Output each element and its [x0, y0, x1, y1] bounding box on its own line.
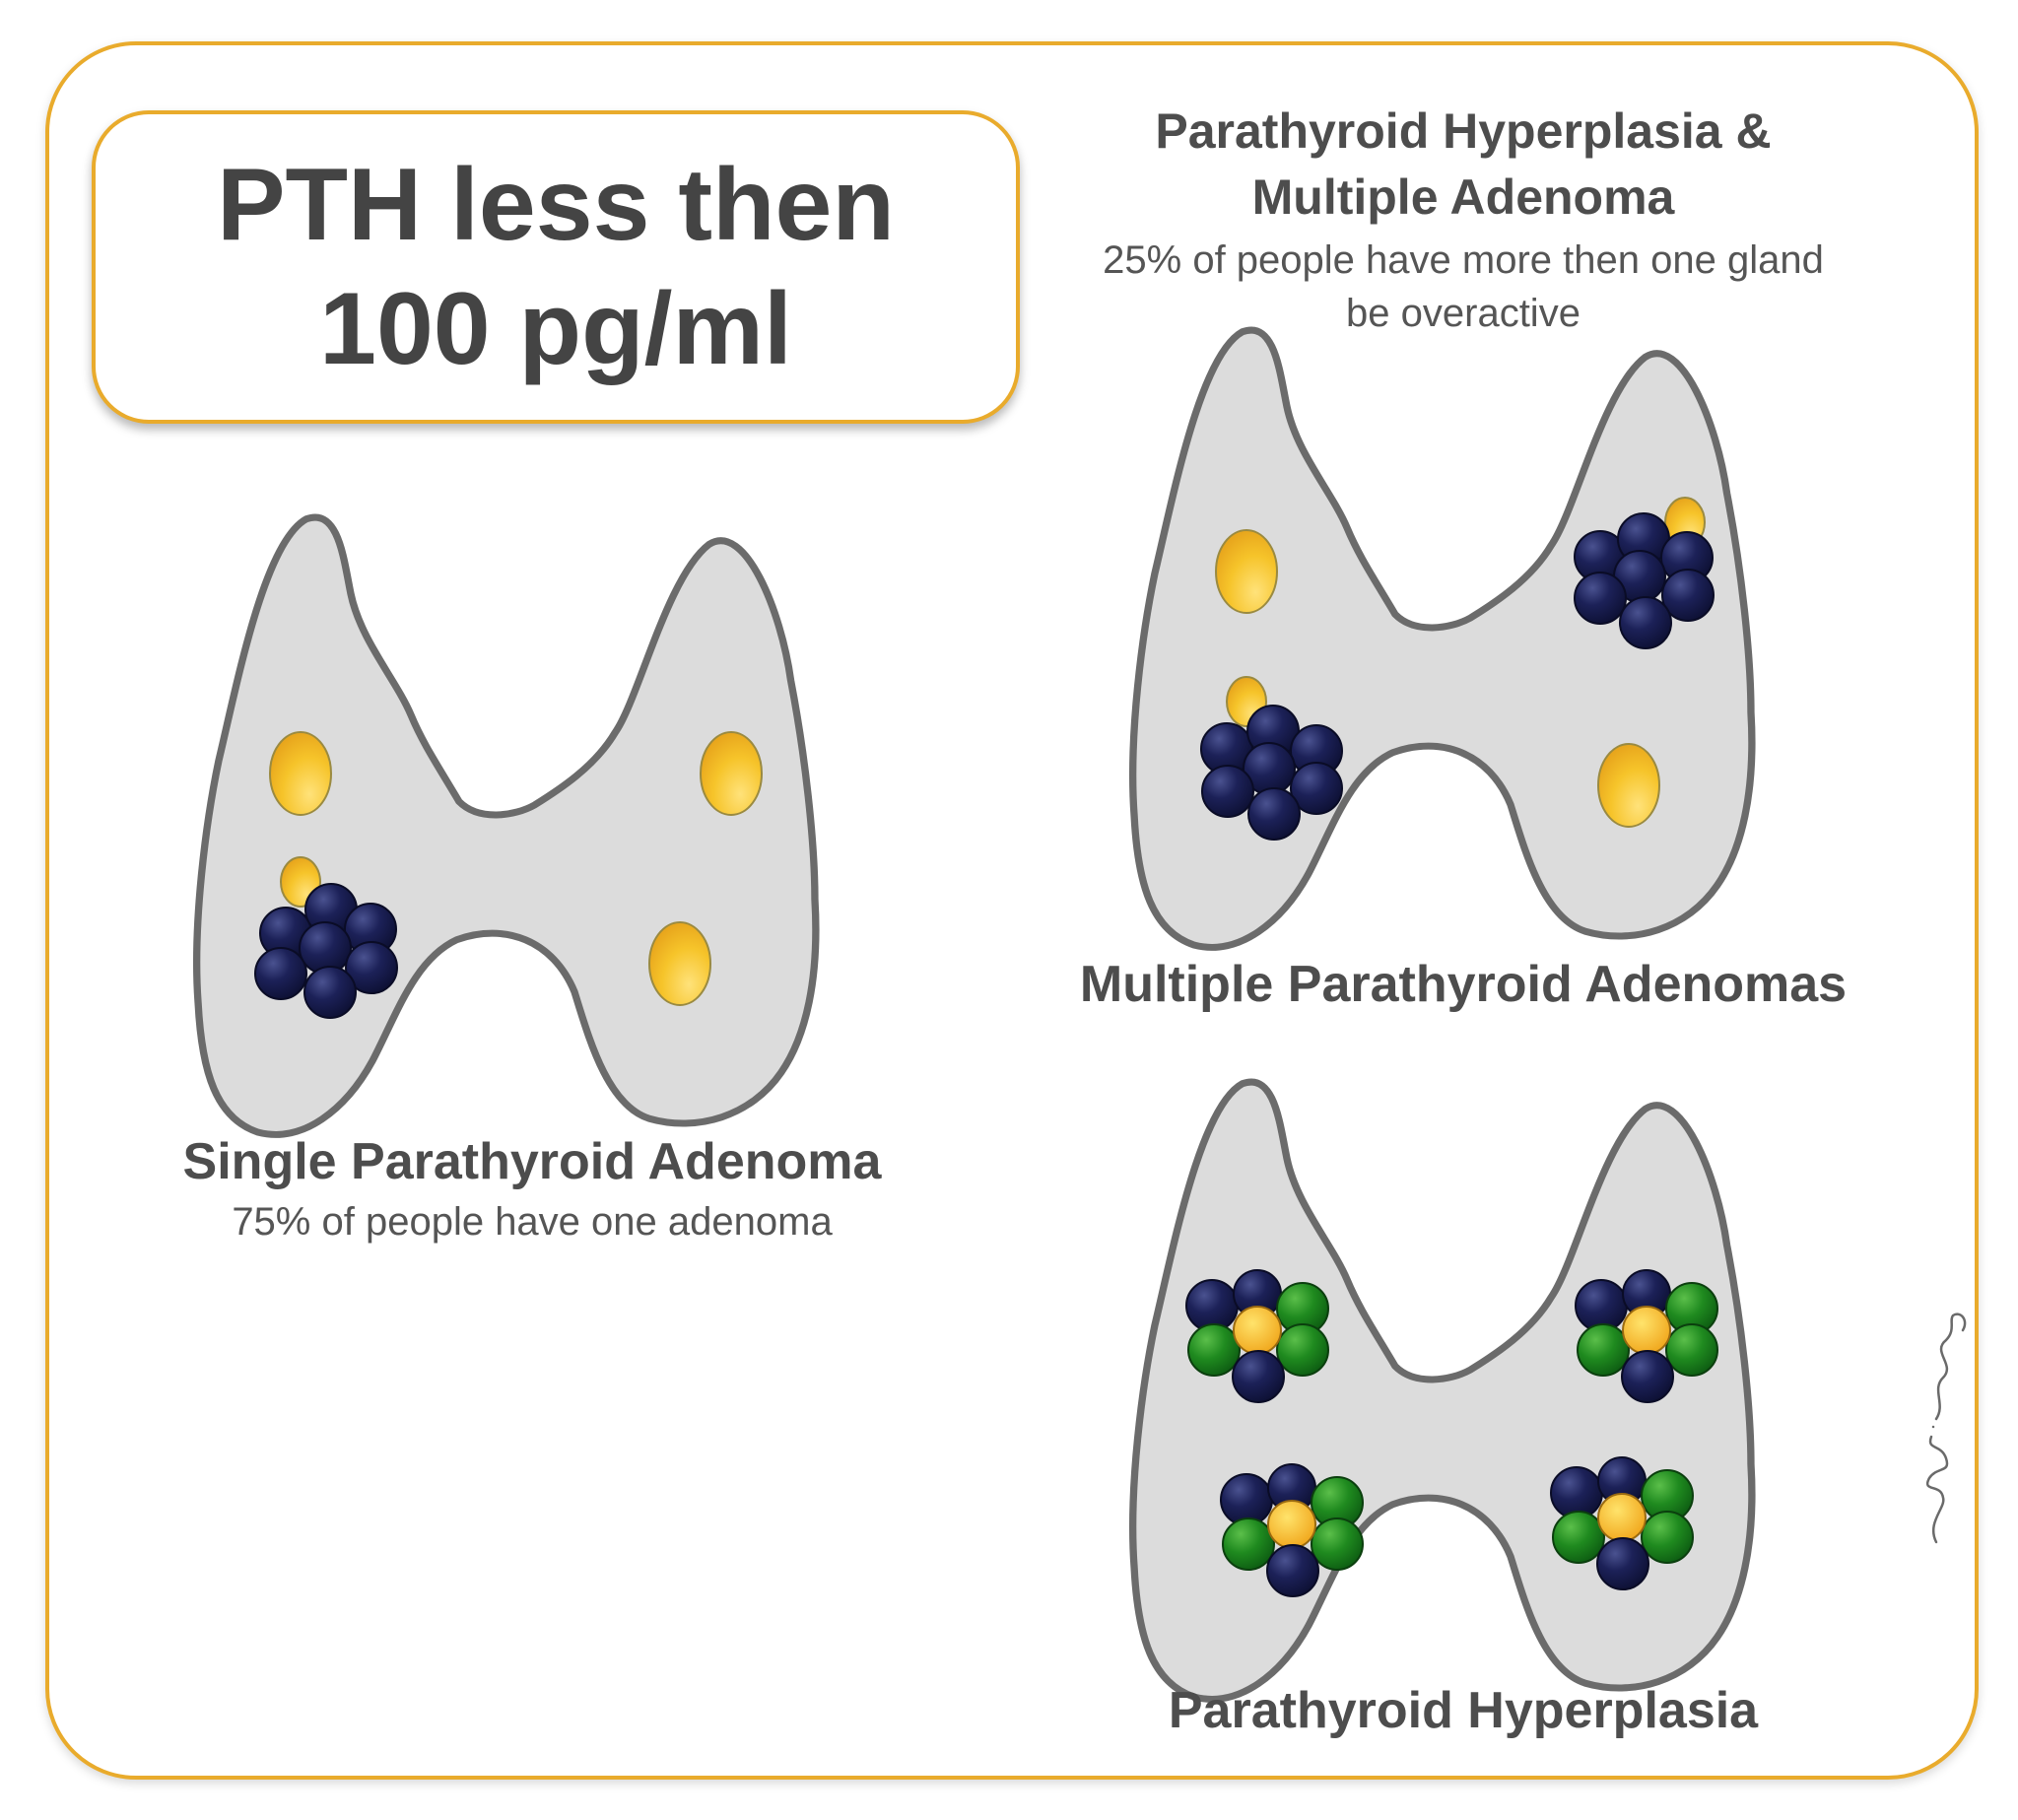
artist-signature-icon: [1927, 1314, 1965, 1542]
normal-gland: [1598, 744, 1659, 827]
normal-gland: [701, 732, 762, 815]
heading-combined-line-1: Parathyroid Hyperplasia &: [1069, 101, 1857, 161]
heading-combined-line-2: Multiple Adenoma: [1069, 168, 1857, 227]
thyroid-single-adenoma: [197, 517, 816, 1134]
caption-single-adenoma: 75% of people have one adenoma: [108, 1198, 956, 1246]
heading-hyperplasia: Parathyroid Hyperplasia: [1069, 1680, 1857, 1741]
heading-single-adenoma: Single Parathyroid Adenoma: [108, 1131, 956, 1192]
normal-gland: [1216, 530, 1277, 613]
normal-gland: [270, 732, 331, 815]
normal-gland: [649, 922, 710, 1005]
heading-multiple-adenomas: Multiple Parathyroid Adenomas: [1020, 954, 1907, 1015]
caption-combined-line-1: 25% of people have more then one gland: [1020, 236, 1907, 284]
caption-combined-line-2: be overactive: [1020, 290, 1907, 337]
